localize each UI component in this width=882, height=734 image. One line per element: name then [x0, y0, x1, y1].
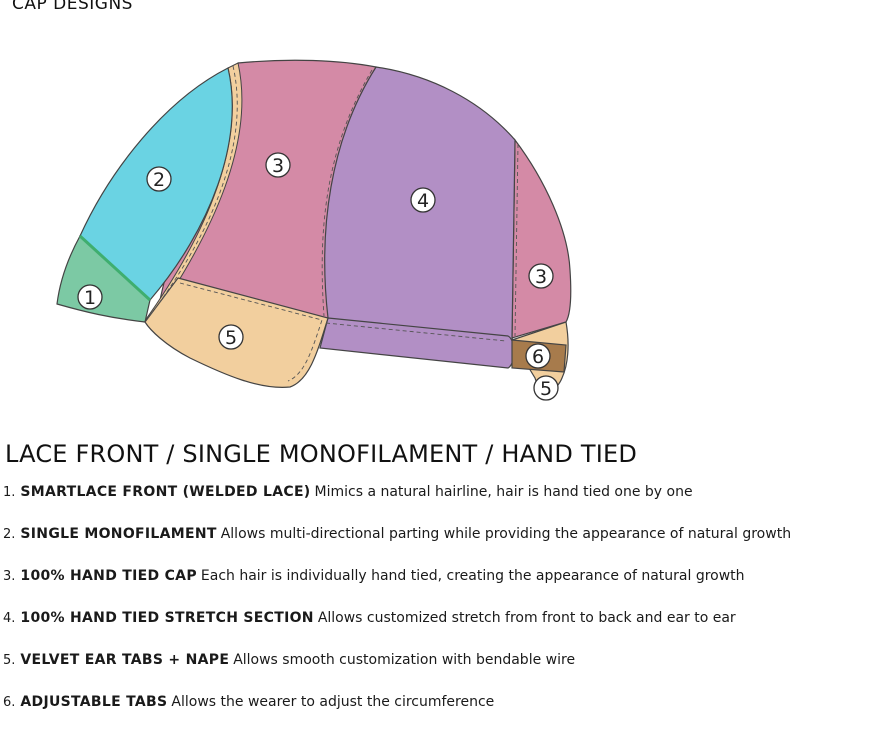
- feature-name: 100% HAND TIED STRETCH SECTION: [20, 610, 314, 626]
- stitch-line-ear-strip: [325, 322, 507, 342]
- svg-text:4: 4: [417, 190, 429, 212]
- feature-description: Each hair is individually hand tied, cre…: [200, 568, 745, 584]
- callout-3a: 3: [265, 152, 291, 178]
- svg-text:5: 5: [225, 327, 237, 349]
- feature-number: 6.: [3, 695, 16, 710]
- svg-text:1: 1: [84, 287, 96, 309]
- feature-description: Mimics a natural hairline, hair is hand …: [314, 484, 693, 500]
- callout-2: 2: [146, 166, 172, 192]
- feature-number: 4.: [3, 611, 16, 626]
- feature-description: Allows smooth customization with bendabl…: [233, 652, 576, 668]
- svg-text:5: 5: [540, 378, 552, 400]
- feature-name: 100% HAND TIED CAP: [20, 568, 197, 584]
- feature-number: 3.: [3, 569, 16, 584]
- cap-type-heading: LACE FRONT / SINGLE MONOFILAMENT / HAND …: [5, 440, 638, 468]
- callout-5b: 5: [533, 375, 559, 401]
- stitch-line-front: [147, 65, 238, 319]
- feature-item: 1. SMARTLACE FRONT (WELDED LACE)Mimics a …: [3, 482, 878, 524]
- callout-3b: 3: [528, 263, 554, 289]
- page-title: CAP DESIGNS: [12, 0, 133, 14]
- feature-name: SINGLE MONOFILAMENT: [20, 526, 217, 542]
- feature-description: Allows multi-directional parting while p…: [220, 526, 792, 542]
- cap-diagram: 1 2 3 4 3 5 6 5: [56, 59, 572, 401]
- feature-name: VELVET EAR TABS + NAPE: [20, 652, 230, 668]
- feature-number: 1.: [3, 485, 16, 500]
- svg-text:3: 3: [272, 155, 284, 177]
- callout-6: 6: [525, 343, 551, 369]
- hand-tied-back-region: [511, 138, 572, 339]
- stitch-line-ear-tab: [179, 282, 323, 382]
- feature-name: SMARTLACE FRONT (WELDED LACE): [20, 484, 311, 500]
- feature-name: ADJUSTABLE TABS: [20, 694, 168, 710]
- callout-5a: 5: [218, 324, 244, 350]
- feature-description: Allows the wearer to adjust the circumfe…: [171, 694, 495, 710]
- feature-list: 1. SMARTLACE FRONT (WELDED LACE)Mimics a …: [3, 482, 878, 734]
- svg-text:6: 6: [532, 346, 544, 368]
- svg-text:2: 2: [153, 169, 165, 191]
- feature-number: 5.: [3, 653, 16, 668]
- svg-text:3: 3: [535, 266, 547, 288]
- callout-4: 4: [410, 187, 436, 213]
- feature-description: Allows customized stretch from front to …: [317, 610, 736, 626]
- callout-1: 1: [77, 284, 103, 310]
- feature-number: 2.: [3, 527, 16, 542]
- stitch-line-stretch-front: [321, 69, 373, 317]
